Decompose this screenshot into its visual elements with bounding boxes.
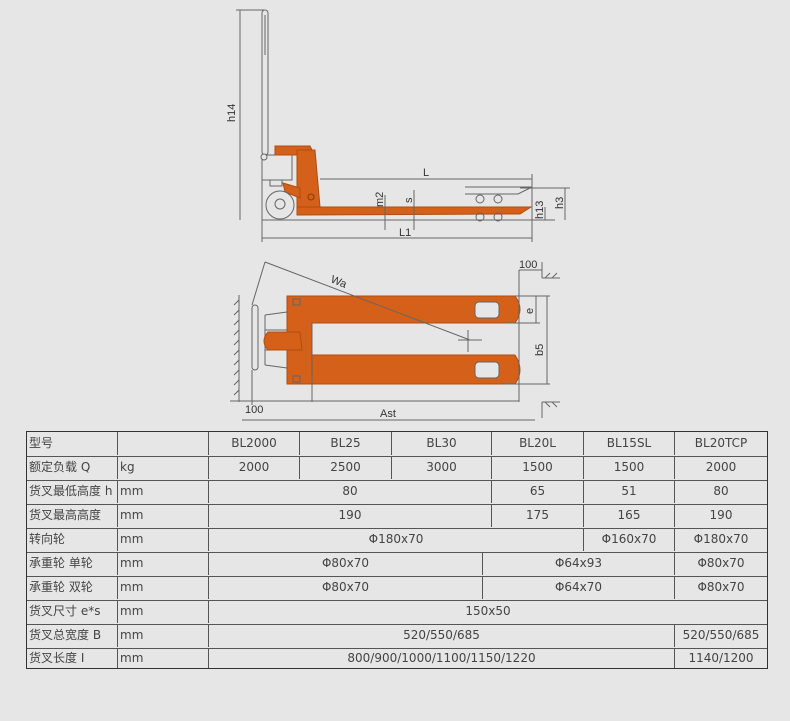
cell: Φ160x70 xyxy=(584,528,675,551)
table-row: 货叉总宽度 B mm 520/550/685 520/550/685 xyxy=(27,624,767,649)
header-unit xyxy=(118,432,209,455)
label-h3: h3 xyxy=(554,197,566,209)
cell: 3000 xyxy=(392,456,492,479)
label-Ast: Ast xyxy=(380,408,396,420)
label-s: s xyxy=(403,197,415,203)
cell: 80 xyxy=(713,484,729,498)
row-unit: mm xyxy=(118,528,209,551)
cell: 175 xyxy=(492,504,584,527)
cell: 165 xyxy=(584,504,675,527)
model-header: BL30 xyxy=(392,432,492,455)
row-label: 货叉总宽度 B xyxy=(27,624,118,647)
cell: Φ180x70 xyxy=(693,532,749,546)
side-view-diagram xyxy=(236,9,570,242)
row-unit: mm xyxy=(118,576,209,599)
cell: 80 xyxy=(209,480,492,503)
cell: Φ80x70 xyxy=(209,552,483,575)
row-unit: mm xyxy=(118,552,209,575)
row-unit: mm xyxy=(118,504,209,527)
label-L1: L1 xyxy=(399,227,411,239)
table-row: 货叉尺寸 e*s mm 150x50 xyxy=(27,600,767,625)
cell: 520/550/685 xyxy=(682,628,760,642)
cell: Φ80x70 xyxy=(209,576,483,599)
table-row: 货叉最低高度 h mm 80 65 51 80 xyxy=(27,480,767,505)
label-h14: h14 xyxy=(226,104,238,122)
row-label: 承重轮 双轮 xyxy=(27,576,118,599)
row-label: 额定负载 Q xyxy=(27,456,118,479)
row-label: 转向轮 xyxy=(27,528,118,551)
cell: 51 xyxy=(584,480,675,503)
label-m2: m2 xyxy=(374,192,386,207)
pallet-truck-diagrams: h14 L m2 s L1 h13 h3 Wa 100 e b5 100 Ast xyxy=(226,9,570,421)
table-row: 转向轮 mm Φ180x70 Φ160x70 Φ180x70 xyxy=(27,528,767,553)
row-unit: mm xyxy=(118,624,209,647)
cell: 1500 xyxy=(492,456,584,479)
cell: 800/900/1000/1100/1150/1220 xyxy=(209,648,675,668)
label-h13: h13 xyxy=(534,201,546,219)
model-header: BL15SL xyxy=(584,432,675,455)
label-L: L xyxy=(423,167,429,179)
row-unit: mm xyxy=(118,648,209,668)
row-label: 货叉长度 I xyxy=(27,648,118,668)
cell: 150x50 xyxy=(465,604,511,618)
cell: Φ80x70 xyxy=(697,580,745,594)
cell: Φ64x70 xyxy=(483,576,675,599)
header-label: 型号 xyxy=(27,432,118,455)
row-label: 承重轮 单轮 xyxy=(27,552,118,575)
table-row: 额定负载 Q kg 2000 2500 3000 1500 1500 2000 xyxy=(27,456,767,481)
model-header: BL20L xyxy=(492,432,584,455)
row-label: 货叉最低高度 h xyxy=(27,480,118,503)
model-header: BL25 xyxy=(300,432,392,455)
model-header: BL20TCP xyxy=(694,436,748,450)
row-unit: mm xyxy=(118,600,209,623)
cell: Φ80x70 xyxy=(697,556,745,570)
cell: 520/550/685 xyxy=(209,624,675,647)
table-header-row: 型号 BL2000 BL25 BL30 BL20L BL15SL BL20TCP xyxy=(27,432,767,457)
spec-table: 型号 BL2000 BL25 BL30 BL20L BL15SL BL20TCP… xyxy=(26,431,768,669)
label-e: e xyxy=(524,308,536,314)
cell: 2500 xyxy=(300,456,392,479)
label-gap-bottom: 100 xyxy=(245,404,263,416)
row-label: 货叉尺寸 e*s xyxy=(27,600,118,623)
label-gap-top: 100 xyxy=(519,259,537,271)
cell: Φ180x70 xyxy=(209,528,584,551)
table-row: 货叉最高高度 mm 190 175 165 190 xyxy=(27,504,767,529)
top-view-diagram xyxy=(230,261,560,421)
row-unit: mm xyxy=(118,480,209,503)
row-unit: kg xyxy=(118,456,209,479)
cell: 2000 xyxy=(209,456,300,479)
label-b5: b5 xyxy=(534,344,546,356)
cell: 2000 xyxy=(705,460,737,474)
model-header: BL2000 xyxy=(209,432,300,455)
cell: Φ64x93 xyxy=(483,552,675,575)
table-row: 承重轮 单轮 mm Φ80x70 Φ64x93 Φ80x70 xyxy=(27,552,767,577)
table-row: 承重轮 双轮 mm Φ80x70 Φ64x70 Φ80x70 xyxy=(27,576,767,601)
cell: 65 xyxy=(492,480,584,503)
cell: 1140/1200 xyxy=(688,651,754,665)
label-Wa: Wa xyxy=(329,274,349,291)
cell: 190 xyxy=(709,508,733,522)
cell: 190 xyxy=(209,504,492,527)
cell: 1500 xyxy=(584,456,675,479)
row-label: 货叉最高高度 xyxy=(27,504,118,527)
table-row: 货叉长度 I mm 800/900/1000/1100/1150/1220 11… xyxy=(27,648,767,668)
